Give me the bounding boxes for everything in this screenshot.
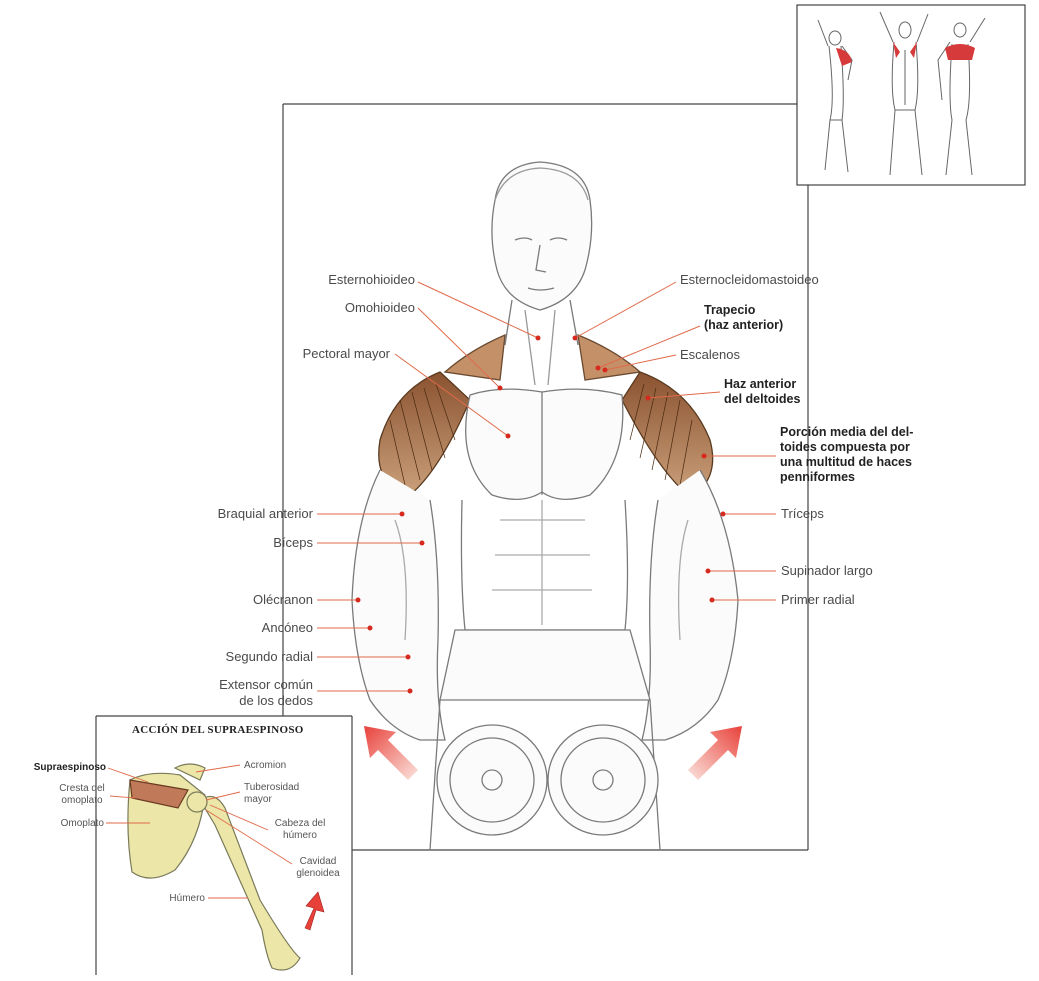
label-esternohioideo: Esternohioideo (328, 272, 415, 287)
shoulder-bones (127, 763, 301, 971)
label-primer-radial: Primer radial (781, 592, 855, 607)
thumbnail-figures (796, 4, 1026, 186)
label-omohioideo: Omohioideo (344, 300, 415, 315)
inset-label-cavidad-line1: Cavidad (299, 856, 337, 867)
label-biceps: Bíceps (273, 535, 313, 550)
label-extensor-line1: Extensor común (219, 677, 313, 692)
inset-label-humero: Húmero (169, 893, 205, 904)
inset-label-cabeza-line2: húmero (283, 830, 317, 841)
label-triceps: Tríceps (781, 506, 824, 521)
inset-title: ACCIÓN DEL SUPRAESPINOSO (132, 724, 304, 736)
label-trapecio-line2: (haz anterior) (704, 318, 784, 332)
inset-label-tuberosidad-line1: Tuberosidad (244, 782, 300, 793)
inset-label-cresta-line1: Cresta del (59, 783, 105, 794)
label-porcion-line4: penniformes (780, 470, 856, 484)
label-braquial-anterior: Braquial anterior (217, 506, 313, 521)
inset-label-tuberosidad-line2: mayor (244, 794, 272, 805)
main-frame (282, 103, 809, 851)
anatomical-figure (351, 161, 739, 851)
inset-label-supraespinoso: Supraespinoso (33, 762, 106, 773)
inset-up-arrow (304, 891, 325, 931)
inset-leader-lines (106, 764, 293, 899)
inset-label-cresta-line2: omoplato (61, 795, 103, 806)
leader-lines (317, 281, 776, 692)
label-haz-anterior-line1: Haz anterior (724, 377, 797, 391)
left-up-arrow (364, 726, 418, 780)
label-olecranon: Olécranon (253, 592, 313, 607)
inset-label-cavidad-line2: glenoidea (296, 868, 340, 879)
label-trapecio-line1: Trapecio (704, 303, 756, 317)
marker-dots (355, 335, 726, 694)
inset-label-acromion: Acromion (244, 760, 287, 771)
inset-frame (95, 715, 353, 975)
label-esternocleidomastoideo: Esternocleidomastoideo (680, 272, 819, 287)
label-haz-anterior-line2: del deltoides (724, 392, 801, 406)
label-escalenos: Escalenos (680, 347, 740, 362)
right-up-arrow (688, 726, 742, 780)
label-porcion-line1: Porción media del del- (780, 425, 914, 439)
label-anconeo: Ancóneo (261, 620, 313, 635)
label-extensor-line2: de los dedos (239, 693, 313, 708)
inset-label-cabeza-line1: Cabeza del (274, 818, 326, 829)
label-porcion-line2: toides compuesta por (780, 440, 910, 454)
label-supinador-largo: Supinador largo (781, 563, 873, 578)
label-porcion-line3: una multitud de haces (780, 455, 912, 469)
label-segundo-radial: Segundo radial (225, 649, 313, 664)
label-pectoral-mayor: Pectoral mayor (302, 346, 390, 361)
inset-label-omoplato: Omoplato (60, 818, 104, 829)
